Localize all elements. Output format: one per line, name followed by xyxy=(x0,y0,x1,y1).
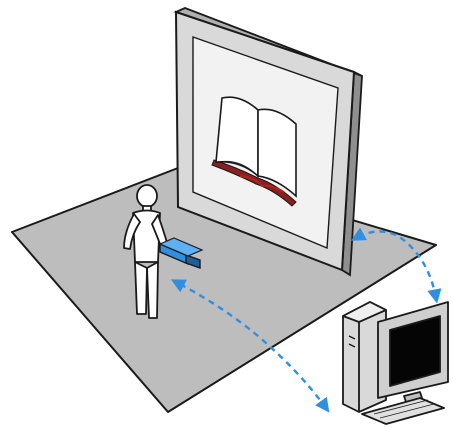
desktop-computer xyxy=(343,302,448,424)
